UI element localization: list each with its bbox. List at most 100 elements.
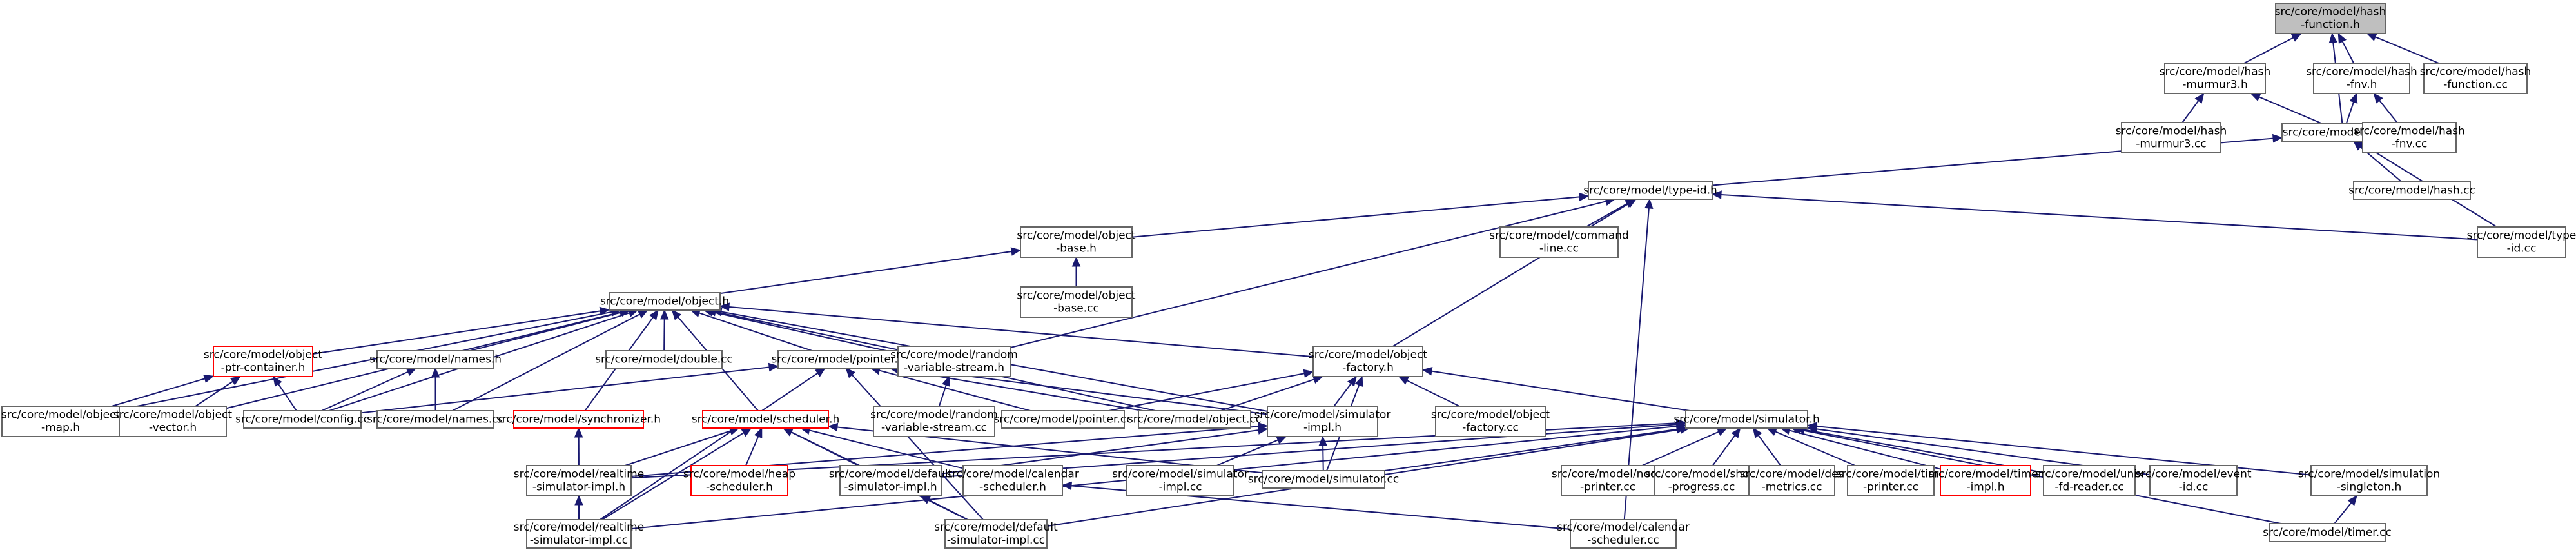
node-box-object-map-h[interactable] bbox=[1, 406, 120, 437]
node-box-des-metrics-cc[interactable] bbox=[1748, 465, 1835, 496]
node-box-hash-fnv-h[interactable] bbox=[2313, 63, 2410, 94]
node-box-simulation-singleton-h[interactable] bbox=[2310, 465, 2428, 496]
node-hash-murmur3-cc[interactable]: src/core/model/hash-murmur3.cc bbox=[2116, 122, 2227, 153]
node-simulator-cc[interactable]: src/core/model/simulator.cc bbox=[1248, 470, 1399, 489]
node-calendar-scheduler-cc[interactable]: src/core/model/calendar-scheduler.cc bbox=[1557, 519, 1690, 549]
node-names-h[interactable]: src/core/model/names.h bbox=[369, 350, 502, 369]
node-box-synchronizer-h[interactable] bbox=[513, 410, 644, 429]
node-show-progress-cc[interactable]: src/core/model/show-progress.cc bbox=[1645, 465, 1759, 496]
node-box-time-printer-cc[interactable] bbox=[1847, 465, 1935, 496]
node-box-realtime-simulator-impl-h[interactable] bbox=[526, 465, 632, 496]
node-object-base-h[interactable]: src/core/model/object-base.h bbox=[1017, 226, 1136, 258]
node-realtime-simulator-impl-h[interactable]: src/core/model/realtime-simulator-impl.h bbox=[514, 465, 644, 496]
node-scheduler-h[interactable]: src/core/model/scheduler.h bbox=[692, 410, 840, 429]
node-box-hash-function-h[interactable] bbox=[2275, 3, 2386, 34]
node-simulator-impl-h[interactable]: src/core/model/simulator-impl.h bbox=[1254, 406, 1391, 437]
node-random-variable-stream-h[interactable]: src/core/model/random-variable-stream.h bbox=[890, 346, 1018, 377]
node-object-base-cc[interactable]: src/core/model/object-base.cc bbox=[1017, 286, 1136, 318]
node-simulator-h[interactable]: src/core/model/simulator.h bbox=[1673, 410, 1820, 429]
node-box-timer-impl-h[interactable] bbox=[1940, 465, 2031, 496]
node-type-id-cc[interactable]: src/core/model/type-id.cc bbox=[2467, 226, 2576, 258]
node-box-config-cc[interactable] bbox=[243, 410, 362, 429]
node-box-hash-cc[interactable] bbox=[2353, 181, 2471, 200]
node-hash-function-cc[interactable]: src/core/model/hash-function.cc bbox=[2420, 63, 2532, 94]
node-event-id-cc[interactable]: src/core/model/event-id.cc bbox=[2135, 465, 2252, 496]
node-pointer-h[interactable]: src/core/model/pointer.h bbox=[771, 350, 905, 369]
node-box-default-simulator-impl-h[interactable] bbox=[839, 465, 942, 496]
node-box-hash-murmur3-cc[interactable] bbox=[2121, 122, 2221, 153]
node-double-cc[interactable]: src/core/model/double.cc bbox=[595, 350, 733, 369]
node-object-cc[interactable]: src/core/model/object.cc bbox=[1127, 410, 1262, 429]
node-box-event-id-cc[interactable] bbox=[2149, 465, 2238, 496]
node-timer-cc[interactable]: src/core/model/timer.cc bbox=[2263, 523, 2392, 542]
node-box-scheduler-h[interactable] bbox=[702, 410, 829, 429]
node-box-timer-cc[interactable] bbox=[2269, 523, 2386, 542]
node-box-object-ptr-container-h[interactable] bbox=[213, 346, 313, 377]
node-hash-fnv-cc[interactable]: src/core/model/hash-fnv.cc bbox=[2354, 122, 2465, 153]
node-pointer-cc[interactable]: src/core/model/pointer.cc bbox=[993, 410, 1133, 429]
node-realtime-simulator-impl-cc[interactable]: src/core/model/realtime-simulator-impl.c… bbox=[514, 519, 644, 549]
node-box-names-cc[interactable] bbox=[376, 410, 494, 429]
node-box-double-cc[interactable] bbox=[605, 350, 723, 369]
node-des-metrics-cc[interactable]: src/core/model/des-metrics.cc bbox=[1740, 465, 1844, 496]
node-box-node-printer-cc[interactable] bbox=[1561, 465, 1655, 496]
node-label-command-line-cc-line-0: src/core/model/command bbox=[1489, 230, 1629, 242]
node-names-cc[interactable]: src/core/model/names.cc bbox=[367, 410, 504, 429]
node-heap-scheduler-h[interactable]: src/core/model/heap-scheduler.h bbox=[683, 465, 795, 496]
node-box-command-line-cc[interactable] bbox=[1499, 226, 1619, 258]
node-default-simulator-impl-h[interactable]: src/core/model/default-simulator-impl.h bbox=[829, 465, 953, 496]
node-object-vector-h[interactable]: src/core/model/object-vector.h bbox=[113, 406, 232, 437]
node-unix-fd-reader-cc[interactable]: src/core/model/unix-fd-reader.cc bbox=[2035, 465, 2143, 496]
node-box-realtime-simulator-impl-cc[interactable] bbox=[526, 519, 632, 549]
node-box-object-h[interactable] bbox=[609, 292, 721, 311]
node-box-object-factory-cc[interactable] bbox=[1435, 406, 1546, 437]
node-box-hash-fnv-cc[interactable] bbox=[2362, 122, 2457, 153]
node-object-factory-h[interactable]: src/core/model/object-factory.h bbox=[1309, 346, 1427, 377]
node-type-id-h[interactable]: src/core/model/type-id.h bbox=[1583, 181, 1717, 200]
node-box-hash-function-cc[interactable] bbox=[2423, 63, 2528, 94]
node-box-object-base-cc[interactable] bbox=[1020, 286, 1133, 318]
node-calendar-scheduler-h[interactable]: src/core/model/calendar-scheduler.h bbox=[946, 465, 1079, 496]
node-simulator-impl-cc[interactable]: src/core/model/simulator-impl.cc bbox=[1112, 465, 1249, 496]
node-box-unix-fd-reader-cc[interactable] bbox=[2043, 465, 2136, 496]
node-time-printer-cc[interactable]: src/core/model/time-printer.cc bbox=[1836, 465, 1946, 496]
node-hash-function-h[interactable]: src/core/model/hash-function.h bbox=[2275, 3, 2386, 34]
node-random-variable-stream-cc[interactable]: src/core/model/random-variable-stream.cc bbox=[870, 406, 998, 437]
node-box-default-simulator-impl-cc[interactable] bbox=[944, 519, 1048, 549]
node-object-ptr-container-h[interactable]: src/core/model/object-ptr-container.h bbox=[204, 346, 322, 377]
node-hash-murmur3-h[interactable]: src/core/model/hash-murmur3.h bbox=[2160, 63, 2271, 94]
node-hash-cc[interactable]: src/core/model/hash.cc bbox=[2348, 181, 2475, 200]
node-command-line-cc[interactable]: src/core/model/command-line.cc bbox=[1489, 226, 1629, 258]
node-object-factory-cc[interactable]: src/core/model/object-factory.cc bbox=[1431, 406, 1550, 437]
node-box-calendar-scheduler-cc[interactable] bbox=[1570, 519, 1677, 549]
node-node-printer-cc[interactable]: src/core/model/node-printer.cc bbox=[1552, 465, 1664, 496]
node-box-object-vector-h[interactable] bbox=[119, 406, 227, 437]
node-box-pointer-h[interactable] bbox=[777, 350, 899, 369]
node-box-simulator-cc[interactable] bbox=[1262, 470, 1385, 489]
node-box-object-base-h[interactable] bbox=[1020, 226, 1133, 258]
node-simulation-singleton-h[interactable]: src/core/model/simulation-singleton.h bbox=[2298, 465, 2440, 496]
node-box-heap-scheduler-h[interactable] bbox=[690, 465, 788, 496]
node-box-pointer-cc[interactable] bbox=[1001, 410, 1125, 429]
node-box-simulator-impl-h[interactable] bbox=[1267, 406, 1378, 437]
node-box-type-id-cc[interactable] bbox=[2477, 226, 2566, 258]
node-synchronizer-h[interactable]: src/core/model/synchronizer.h bbox=[496, 410, 661, 429]
node-label-realtime-simulator-impl-h-line-1: -simulator-impl.h bbox=[532, 481, 625, 494]
node-box-type-id-h[interactable] bbox=[1588, 181, 1713, 200]
node-object-h[interactable]: src/core/model/object.h bbox=[600, 292, 729, 311]
node-box-simulator-impl-cc[interactable] bbox=[1126, 465, 1234, 496]
node-box-simulator-h[interactable] bbox=[1685, 410, 1808, 429]
node-config-cc[interactable]: src/core/model/config.cc bbox=[235, 410, 369, 429]
node-box-object-factory-h[interactable] bbox=[1312, 346, 1423, 377]
node-box-random-variable-stream-h[interactable] bbox=[897, 346, 1011, 377]
node-object-map-h[interactable]: src/core/model/object-map.h bbox=[1, 406, 120, 437]
node-timer-impl-h[interactable]: src/core/model/timer-impl.h bbox=[1928, 465, 2043, 496]
node-box-calendar-scheduler-h[interactable] bbox=[962, 465, 1063, 496]
node-default-simulator-impl-cc[interactable]: src/core/model/default-simulator-impl.cc bbox=[934, 519, 1058, 549]
node-box-random-variable-stream-cc[interactable] bbox=[873, 406, 995, 437]
node-box-hash-murmur3-h[interactable] bbox=[2164, 63, 2266, 94]
node-box-show-progress-cc[interactable] bbox=[1654, 465, 1750, 496]
node-box-object-cc[interactable] bbox=[1138, 410, 1251, 429]
node-box-names-h[interactable] bbox=[376, 350, 494, 369]
node-hash-fnv-h[interactable]: src/core/model/hash-fnv.h bbox=[2306, 63, 2417, 94]
